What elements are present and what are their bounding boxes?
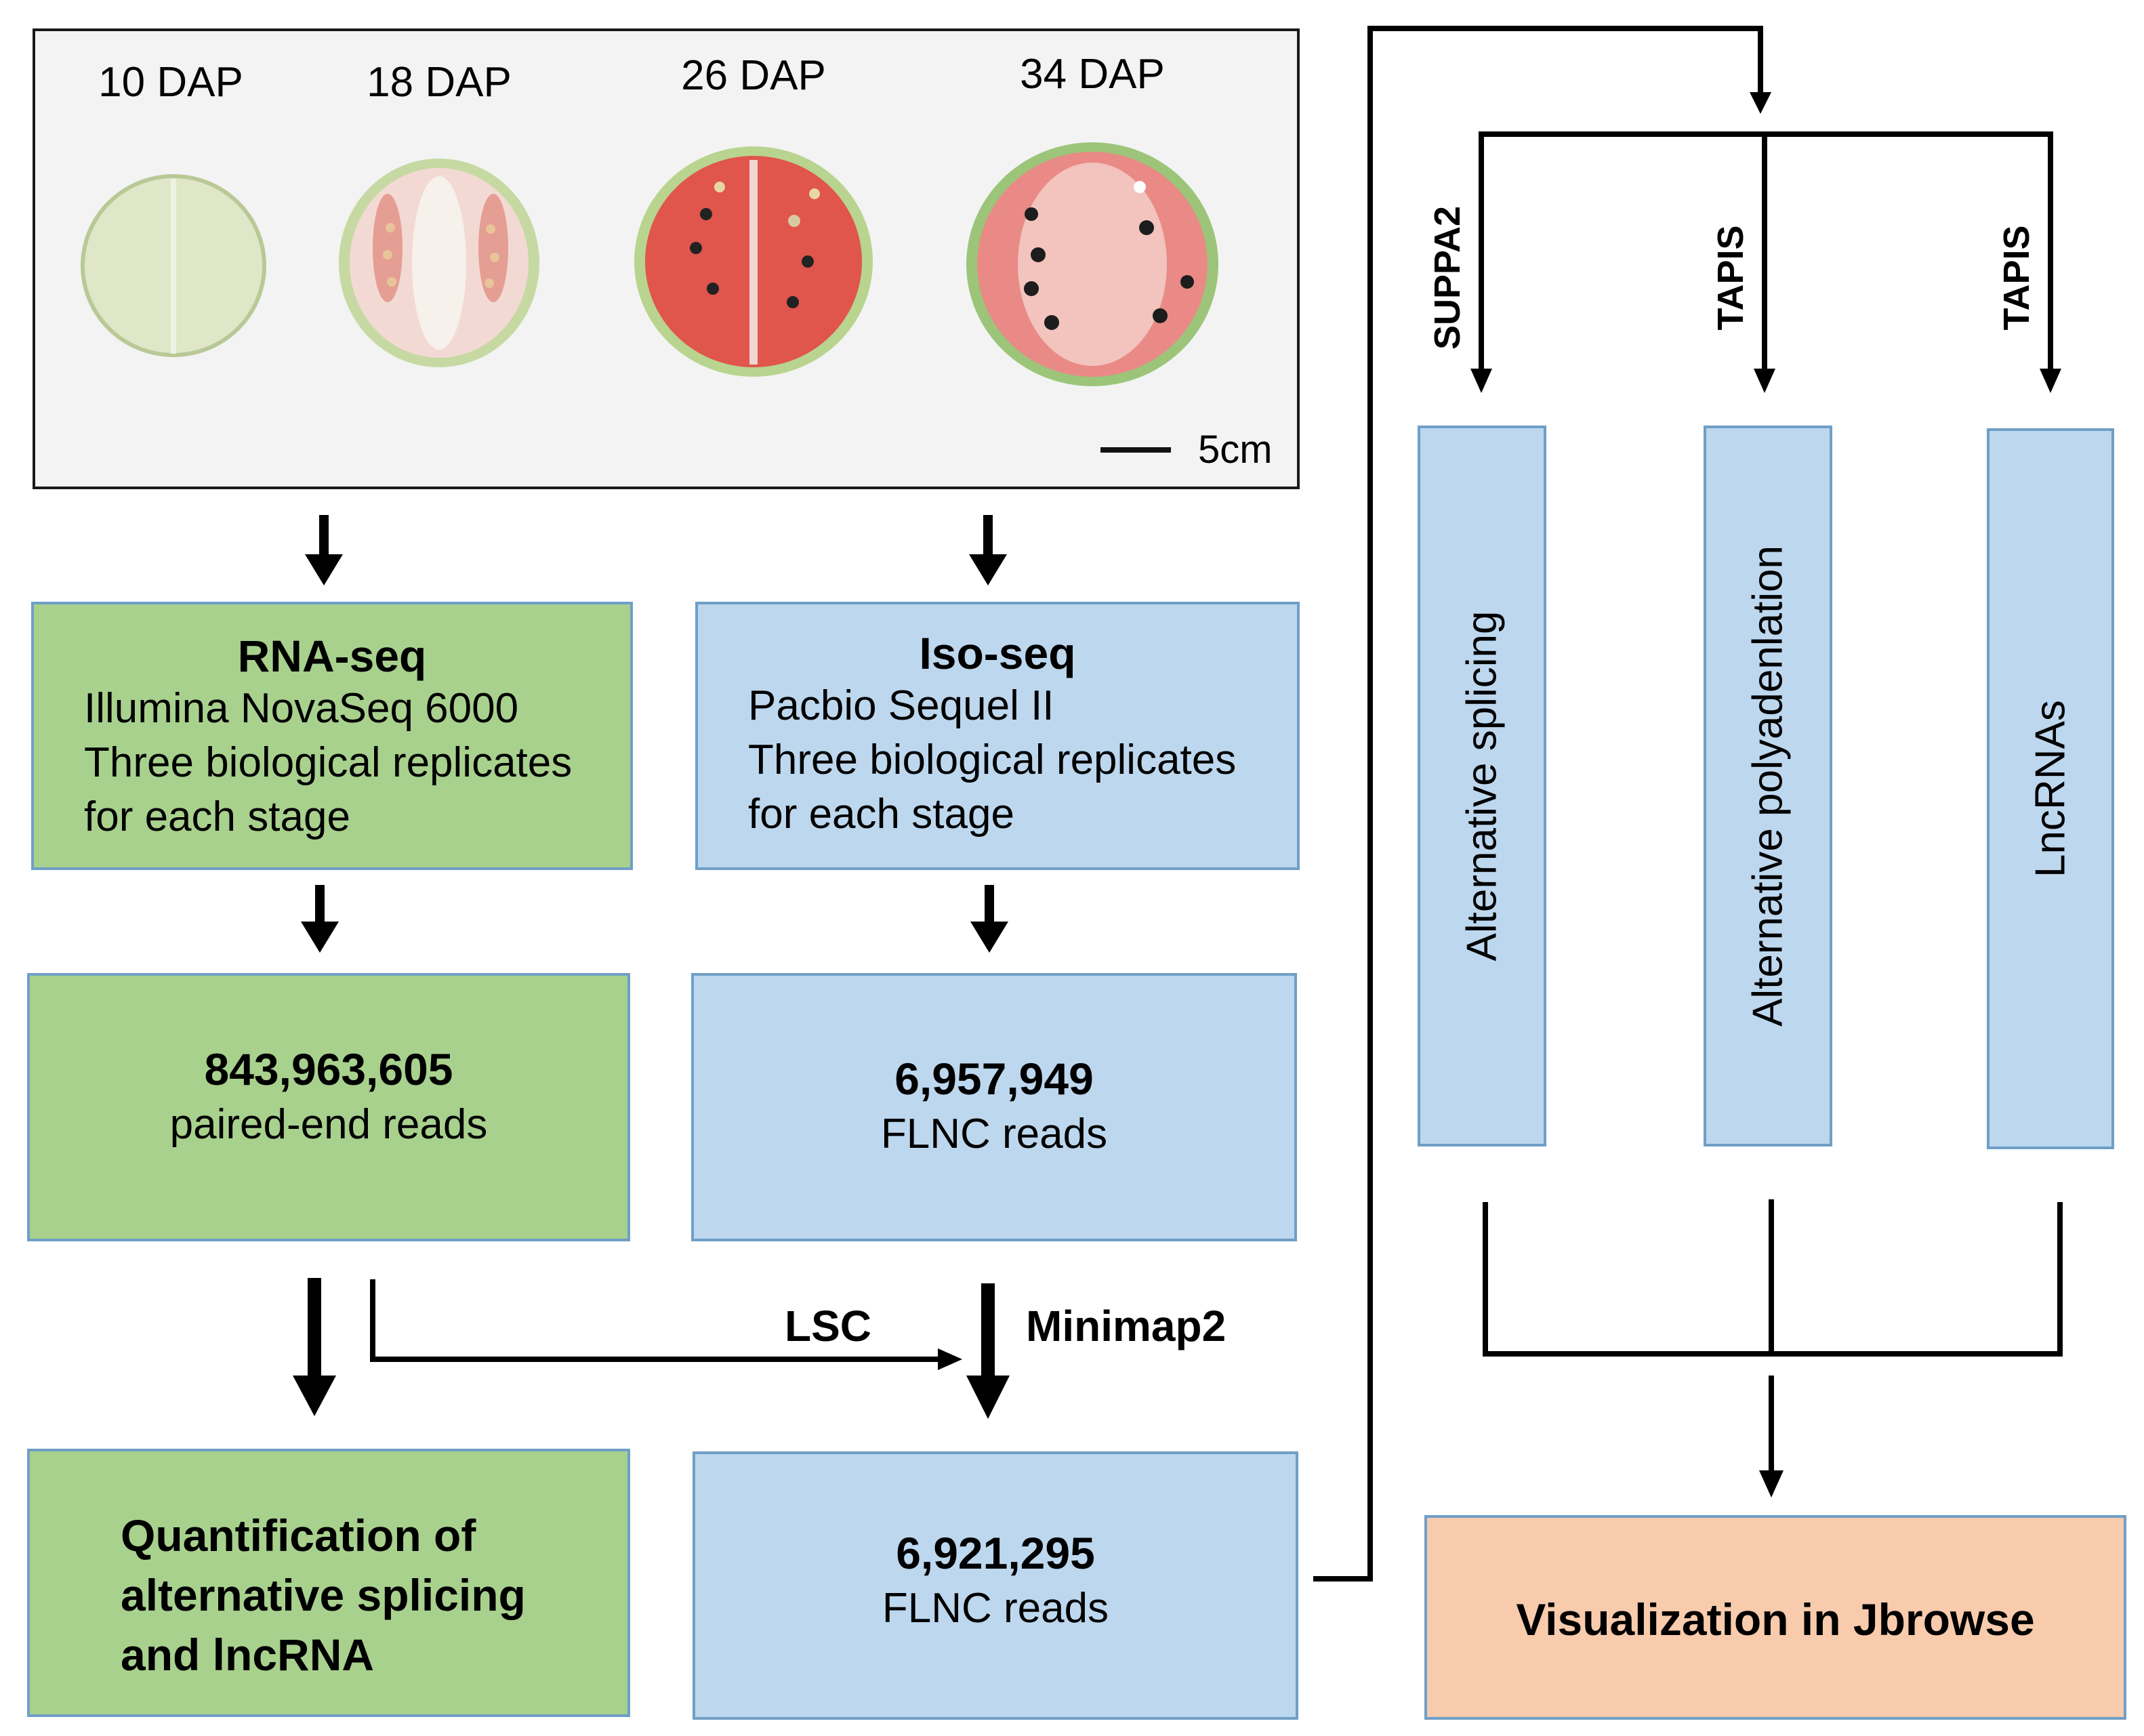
isoseq-line: Pacbio Sequel II <box>748 682 1054 729</box>
minimap2-label: Minimap2 <box>1026 1302 1226 1350</box>
arrow-rnaseq-to-reads <box>301 885 339 953</box>
rna-reads-count: 843,963,605 <box>204 1044 453 1094</box>
rnaseq-box: RNA-seq Illumina NovaSeq 6000 Three biol… <box>31 602 633 870</box>
isoseq-line: for each stage <box>748 791 1014 838</box>
quantification-box: Quantification of alternative splicing a… <box>27 1449 630 1717</box>
suppa2-label: SUPPA2 <box>1427 205 1468 350</box>
iso-reads-unit: FLNC reads <box>880 1111 1108 1157</box>
stage-label-34dap: 34 DAP <box>1020 51 1165 98</box>
stage-label-18dap: 18 DAP <box>367 59 512 106</box>
fruit-photo-panel: 10 DAP 18 DAP 26 DAP 34 DAP <box>33 28 1300 489</box>
merge-to-visualization <box>1483 1199 2063 1497</box>
fruit-18dap-image <box>339 159 539 367</box>
quant-line: and lncRNA <box>121 1630 375 1680</box>
stage-label-10dap: 10 DAP <box>98 59 243 106</box>
isoseq-line: Three biological replicates <box>748 737 1237 783</box>
isoseq-title: Iso-seq <box>919 628 1076 678</box>
rnaseq-line: Illumina NovaSeq 6000 <box>84 685 519 732</box>
rnaseq-line: for each stage <box>84 793 350 840</box>
lncrnas-label: LncRNAs <box>2027 700 2074 877</box>
corrected-reads-box: 6,921,295 FLNC reads <box>693 1451 1298 1720</box>
scale-bar <box>1100 447 1171 453</box>
fruit-26dap-image <box>634 146 873 377</box>
arrow-reads-to-quant <box>293 1278 336 1416</box>
iso-reads-count: 6,957,949 <box>894 1054 1094 1104</box>
lncrnas-box: LncRNAs <box>1987 428 2114 1149</box>
alternative-splicing-box: Alternative splicing <box>1418 426 1546 1146</box>
visualization-label: Visualization in Jbrowse <box>1516 1594 2035 1645</box>
rna-reads-box: 843,963,605 paired-end reads <box>27 973 630 1241</box>
isoseq-box: Iso-seq Pacbio Sequel II Three biologica… <box>695 602 1300 870</box>
rnaseq-title: RNA-seq <box>237 631 427 681</box>
rna-reads-unit: paired-end reads <box>169 1101 488 1148</box>
alternative-polyadenylation-label: Alternative polyadenlation <box>1744 545 1792 1027</box>
arrow-photo-to-rnaseq <box>305 515 343 585</box>
tapis-label-lncrna: TAPIS <box>1996 225 2037 331</box>
lsc-label: LSC <box>785 1302 871 1350</box>
alternative-polyadenylation-box: Alternative polyadenlation <box>1704 426 1832 1146</box>
iso-reads-box: 6,957,949 FLNC reads <box>691 973 1297 1241</box>
fruit-photos <box>81 142 1218 386</box>
arrow-isoseq-to-reads <box>970 885 1008 953</box>
fruit-34dap-image <box>966 142 1218 386</box>
scale-label: 5cm <box>1198 428 1273 472</box>
arrow-reads-to-analyses <box>1313 26 1771 1582</box>
tapis-label-polya: TAPIS <box>1710 225 1751 331</box>
analysis-branches <box>1470 131 2061 393</box>
quant-line: Quantification of <box>121 1510 476 1561</box>
rnaseq-line: Three biological replicates <box>84 739 573 786</box>
fruit-10dap-image <box>81 174 266 357</box>
arrow-lsc-correction <box>370 1279 962 1370</box>
alternative-splicing-label: Alternative splicing <box>1458 611 1506 962</box>
quant-line: alternative splicing <box>121 1570 526 1620</box>
visualization-box: Visualization in Jbrowse <box>1424 1515 2126 1720</box>
arrow-minimap2 <box>966 1283 1010 1419</box>
corrected-reads-unit: FLNC reads <box>882 1585 1109 1632</box>
stage-label-26dap: 26 DAP <box>681 52 826 99</box>
corrected-reads-count: 6,921,295 <box>896 1528 1095 1578</box>
arrow-photo-to-isoseq <box>969 515 1007 585</box>
